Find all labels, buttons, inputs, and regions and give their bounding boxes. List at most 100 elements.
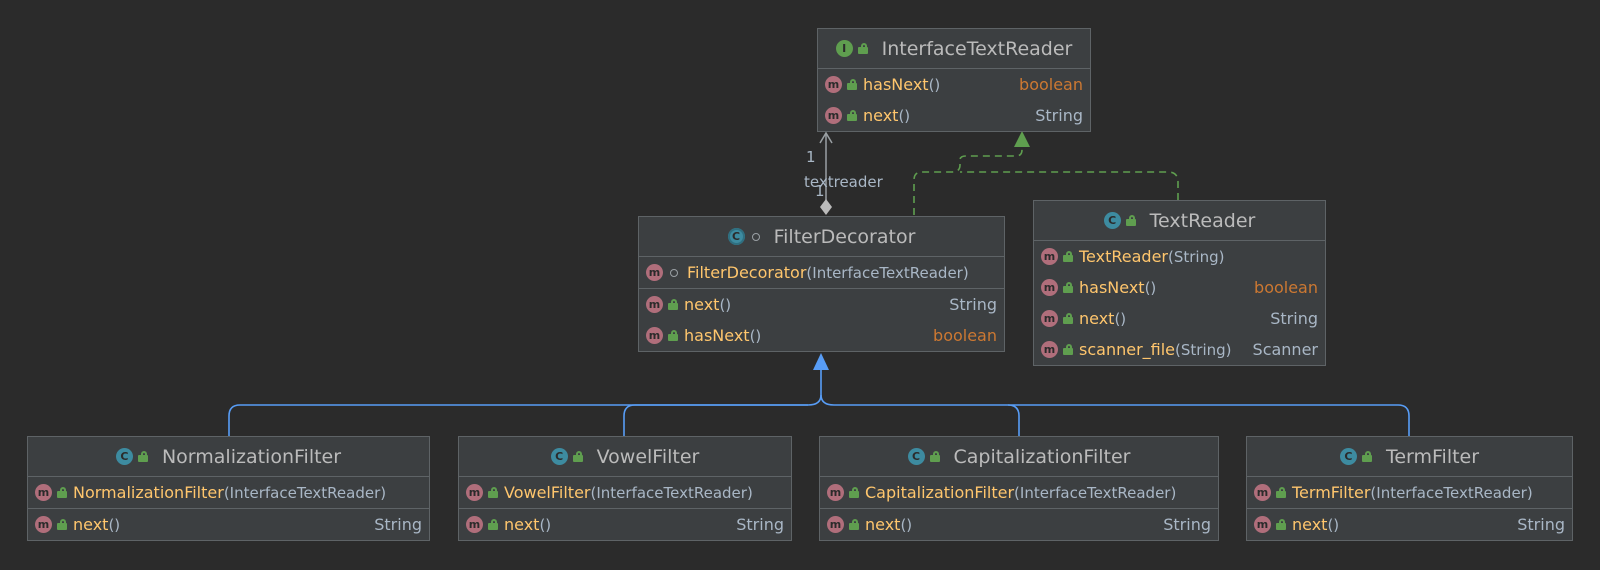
methods-section: m next() String	[1247, 509, 1572, 540]
interface-text-reader-node[interactable]: I InterfaceTextReader m hasNext() boolea…	[817, 28, 1091, 132]
class-icon: C	[550, 448, 568, 465]
public-lock-icon	[1276, 519, 1286, 530]
method-row[interactable]: m next() String	[459, 509, 791, 540]
method-row[interactable]: m next() String	[639, 289, 1004, 320]
method-icon: m	[1254, 516, 1271, 533]
constructor-row[interactable]: m VowelFilter(InterfaceTextReader)	[459, 477, 791, 508]
method-icon: m	[1041, 248, 1058, 265]
package-private-icon	[670, 268, 678, 277]
method-name: next	[684, 295, 720, 314]
method-icon: m	[646, 327, 663, 344]
capitalization-filter-node[interactable]: C CapitalizationFilter m CapitalizationF…	[819, 436, 1219, 541]
filter-decorator-node[interactable]: C FilterDecorator m FilterDecorator(Inte…	[638, 216, 1005, 352]
public-lock-icon	[1063, 251, 1073, 262]
public-lock-icon	[1125, 215, 1136, 226]
method-row[interactable]: m next() String	[818, 100, 1090, 131]
method-icon: m	[1041, 341, 1058, 358]
return-type: String	[949, 295, 997, 314]
method-icon: m	[646, 296, 663, 313]
node-header: C TextReader	[1034, 201, 1325, 241]
public-lock-icon	[849, 487, 859, 498]
node-header: C CapitalizationFilter	[820, 437, 1218, 477]
methods-section: m hasNext() boolean m next() String	[818, 69, 1090, 131]
constructor-row[interactable]: m CapitalizationFilter(InterfaceTextRead…	[820, 477, 1218, 508]
return-type: String	[1270, 309, 1318, 328]
constructor-row[interactable]: m TermFilter(InterfaceTextReader)	[1247, 477, 1572, 508]
method-icon: m	[827, 516, 844, 533]
return-type: Scanner	[1252, 340, 1318, 359]
return-type: String	[374, 515, 422, 534]
method-row[interactable]: m next() String	[820, 509, 1218, 540]
public-lock-icon	[572, 451, 583, 462]
method-name: hasNext	[1079, 278, 1145, 297]
node-title: VowelFilter	[596, 445, 700, 468]
method-name: scanner_file	[1079, 340, 1176, 359]
constructors-section: m CapitalizationFilter(InterfaceTextRead…	[820, 477, 1218, 509]
public-lock-icon	[57, 487, 67, 498]
methods-section: m next() String	[459, 509, 791, 540]
constructors-section: m FilterDecorator(InterfaceTextReader)	[639, 257, 1004, 289]
method-params: String	[1180, 340, 1226, 359]
node-title: FilterDecorator	[773, 225, 916, 248]
method-icon: m	[646, 264, 663, 281]
normalization-filter-node[interactable]: C NormalizationFilter m NormalizationFil…	[27, 436, 430, 541]
public-lock-icon	[668, 299, 678, 310]
public-lock-icon	[57, 519, 67, 530]
method-row[interactable]: m TextReader(String)	[1034, 241, 1325, 272]
method-parens: ()	[928, 75, 941, 94]
method-row[interactable]: m next() String	[28, 509, 429, 540]
public-lock-icon	[488, 487, 498, 498]
method-row[interactable]: m scanner_file(String) Scanner	[1034, 334, 1325, 365]
package-private-icon	[751, 232, 760, 241]
method-row[interactable]: m hasNext() boolean	[639, 320, 1004, 351]
constructor-params: InterfaceTextReader	[229, 483, 381, 502]
constructors-section: m VowelFilter(InterfaceTextReader)	[459, 477, 791, 509]
constructor-name: CapitalizationFilter	[865, 483, 1015, 502]
vowel-filter-node[interactable]: C VowelFilter m VowelFilter(InterfaceTex…	[458, 436, 792, 541]
target-multiplicity-label: 1	[806, 148, 816, 166]
constructor-params: InterfaceTextReader	[812, 263, 963, 282]
method-row[interactable]: m hasNext() boolean	[1034, 272, 1325, 303]
realization-edge-text-reader	[960, 171, 1179, 200]
public-lock-icon	[668, 330, 678, 341]
association-arrowhead	[819, 131, 833, 144]
constructor-name: VowelFilter	[504, 483, 591, 502]
node-title: TextReader	[1149, 209, 1256, 232]
method-name: hasNext	[684, 326, 750, 345]
constructor-row[interactable]: m FilterDecorator(InterfaceTextReader)	[639, 257, 1004, 288]
method-name: next	[504, 515, 540, 534]
methods-section: m next() String m hasNext() boolean	[639, 289, 1004, 351]
return-type: boolean	[1019, 75, 1083, 94]
constructor-params: InterfaceTextReader	[1019, 483, 1171, 502]
return-type: boolean	[933, 326, 997, 345]
inheritance-arrowhead	[813, 353, 829, 370]
constructor-name: NormalizationFilter	[73, 483, 224, 502]
public-lock-icon	[488, 519, 498, 530]
method-icon: m	[35, 484, 52, 501]
method-icon: m	[1041, 310, 1058, 327]
return-type: String	[1517, 515, 1565, 534]
method-name: next	[1079, 309, 1115, 328]
method-name: next	[865, 515, 901, 534]
inheritance-edge-capitalization-filter	[820, 394, 1020, 436]
method-row[interactable]: m next() String	[1034, 303, 1325, 334]
constructor-row[interactable]: m NormalizationFilter(InterfaceTextReade…	[28, 477, 429, 508]
return-type: boolean	[1254, 278, 1318, 297]
public-lock-icon	[847, 79, 857, 90]
composition-diamond	[820, 199, 832, 215]
constructor-name: TermFilter	[1292, 483, 1371, 502]
method-name: TextReader	[1079, 247, 1168, 266]
term-filter-node[interactable]: C TermFilter m TermFilter(InterfaceTextR…	[1246, 436, 1573, 541]
node-header: C TermFilter	[1247, 437, 1572, 477]
method-icon: m	[466, 484, 483, 501]
method-name: hasNext	[863, 75, 929, 94]
inheritance-edge-term-filter	[1008, 404, 1410, 436]
text-reader-node[interactable]: C TextReader m TextReader(String) m hasN…	[1033, 200, 1326, 366]
method-name: next	[863, 106, 899, 125]
method-row[interactable]: m next() String	[1247, 509, 1572, 540]
public-lock-icon	[857, 43, 868, 54]
method-icon: m	[466, 516, 483, 533]
method-name: next	[1292, 515, 1328, 534]
method-row[interactable]: m hasNext() boolean	[818, 69, 1090, 100]
